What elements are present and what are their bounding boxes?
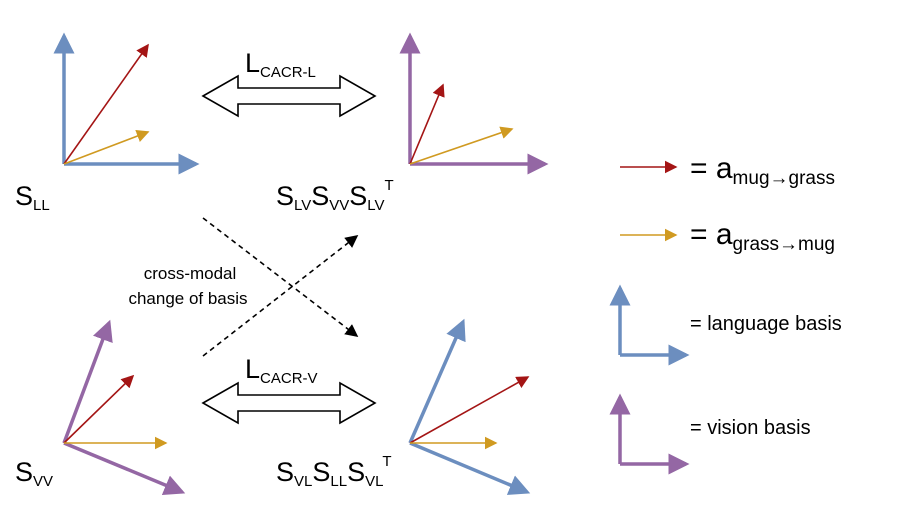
top-arrow-label: LCACR-L (245, 48, 316, 81)
center-note-line2: change of basis (128, 289, 247, 308)
top-left-axes (53, 32, 200, 175)
label-bottom-left: SVV (15, 457, 53, 490)
tl-vector-mug-grass (63, 43, 149, 165)
bottom-double-arrow (201, 381, 377, 425)
br-basis-lower (409, 441, 531, 495)
center-note-line1: cross-modal (144, 264, 237, 283)
label-top-right: SLVSVVSLVT (276, 177, 394, 214)
br-vector-mug-grass (409, 376, 530, 444)
dashed-arrow-to-top-right (202, 235, 359, 357)
bl-vector-mug-grass (63, 374, 135, 444)
bl-basis-lower (63, 441, 186, 495)
legend-mug-grass-text: = amug→grass (690, 152, 835, 189)
tl-vector-grass-mug (63, 130, 150, 165)
legend-language-text: = language basis (690, 313, 842, 335)
top-right-axes (399, 32, 549, 175)
br-basis-upper (408, 318, 466, 444)
bottom-left-axes (62, 319, 186, 495)
top-double-arrow (201, 74, 377, 118)
bottom-arrow-label: LCACR-V (245, 354, 318, 387)
tr-vector-grass-mug (409, 126, 514, 165)
legend-grass-mug-text: = agrass→mug (690, 218, 835, 255)
bl-basis-upper (62, 319, 113, 444)
bottom-right-axes (408, 318, 531, 495)
legend: = amug→grass = agrass→mug = language bas… (609, 152, 842, 475)
label-top-left: SLL (15, 181, 50, 214)
label-bottom-right: SVLSLLSVLT (276, 453, 392, 490)
legend-vision-text: = vision basis (690, 417, 811, 439)
tr-vector-mug-grass (409, 83, 445, 165)
